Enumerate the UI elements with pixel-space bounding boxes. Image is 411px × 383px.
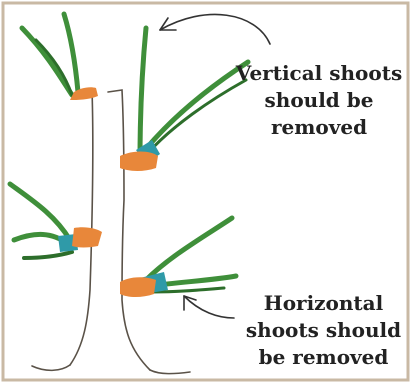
horizontal-annotation-line-3: be removed: [236, 344, 411, 371]
horizontal-annotation-line-2: shoots should: [236, 317, 411, 344]
horizontal-shoots-annotation: Horizontal shoots should be removed: [236, 290, 411, 371]
shoot-middle-left: [10, 184, 102, 258]
shoot-lower-right: [120, 218, 236, 297]
vertical-annotation-line-3: removed: [224, 114, 411, 141]
vertical-shoots-annotation: Vertical shoots should be removed: [224, 60, 411, 141]
arrow-to-horizontal-shoots: [184, 296, 234, 318]
vertical-annotation-line-1: Vertical shoots: [224, 60, 411, 87]
arrow-to-vertical-shoots: [160, 14, 270, 44]
horizontal-annotation-line-1: Horizontal: [236, 290, 411, 317]
tree-trunk: [32, 90, 190, 374]
vertical-annotation-line-2: should be: [224, 87, 411, 114]
shoot-upper-left: [22, 14, 98, 100]
